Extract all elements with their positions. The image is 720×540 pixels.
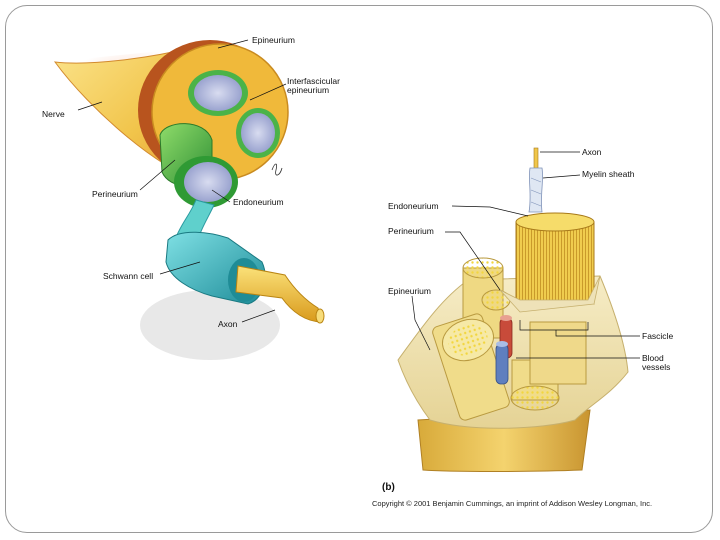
- figure-a-leader-lines: [77, 39, 287, 323]
- label-nerve: Nerve: [42, 109, 65, 119]
- fascicle-cylinders: [432, 257, 587, 421]
- label-epineurium-b: Epineurium: [388, 286, 431, 296]
- label-myelin-sheath: Myelin sheath: [582, 169, 635, 179]
- figure-b-leader-lines: [411, 151, 640, 359]
- vein-shape: [495, 343, 509, 385]
- label-interfascicular-epineurium: Interfascicular epineurium: [287, 76, 340, 96]
- label-schwann-cell: Schwann cell: [103, 271, 154, 281]
- figure-b-part-label: (b): [382, 482, 395, 493]
- label-epineurium-a: Epineurium: [252, 35, 295, 45]
- label-endoneurium-b: Endoneurium: [388, 201, 439, 211]
- copyright-notice: Copyright © 2001 Benjamin Cummings, an i…: [372, 499, 653, 508]
- label-axon-a: Axon: [218, 319, 238, 329]
- figure-a: [52, 39, 325, 360]
- fascicle-fibers-shape: [184, 162, 232, 202]
- figure-b: [397, 147, 640, 472]
- label-axon-b: Axon: [582, 147, 602, 157]
- fascicle-top-shape: [515, 212, 595, 232]
- label-blood-vessels: Blood vessels: [642, 353, 671, 373]
- fascicle-cross-sections: [188, 70, 280, 158]
- label-perineurium-a: Perineurium: [92, 189, 138, 199]
- fascicle-bundle-shape: [515, 221, 595, 305]
- myelin-sheath-shape: [528, 167, 543, 213]
- shadow-shape: [140, 290, 280, 360]
- label-perineurium-b: Perineurium: [388, 226, 434, 236]
- label-fascicle: Fascicle: [642, 331, 674, 341]
- label-endoneurium-a: Endoneurium: [233, 197, 284, 207]
